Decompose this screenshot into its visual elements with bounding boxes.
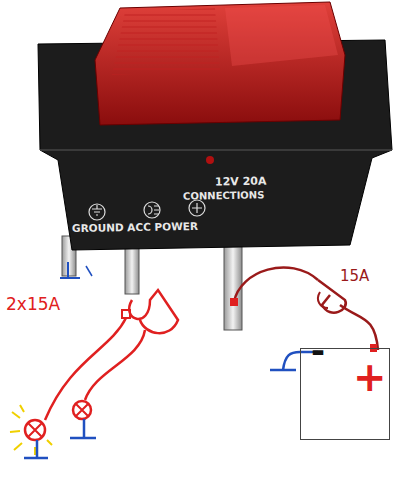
- plus-sign: +: [353, 357, 387, 397]
- battery-box: -+: [300, 348, 390, 440]
- terminal-symbols: [89, 200, 205, 220]
- fuse-rating: 2x15A: [6, 295, 60, 314]
- rating-text: 12V 20A: [215, 176, 267, 189]
- rocker: [95, 2, 345, 125]
- lamp-rays: [10, 405, 52, 455]
- terminal-names: GROUND ACC POWER: [72, 221, 198, 235]
- fuse-rating: 15A: [340, 268, 369, 285]
- connections-text: CONNECTIONS: [183, 189, 265, 201]
- minus-sign: -: [311, 333, 325, 367]
- power-pin: [224, 236, 242, 330]
